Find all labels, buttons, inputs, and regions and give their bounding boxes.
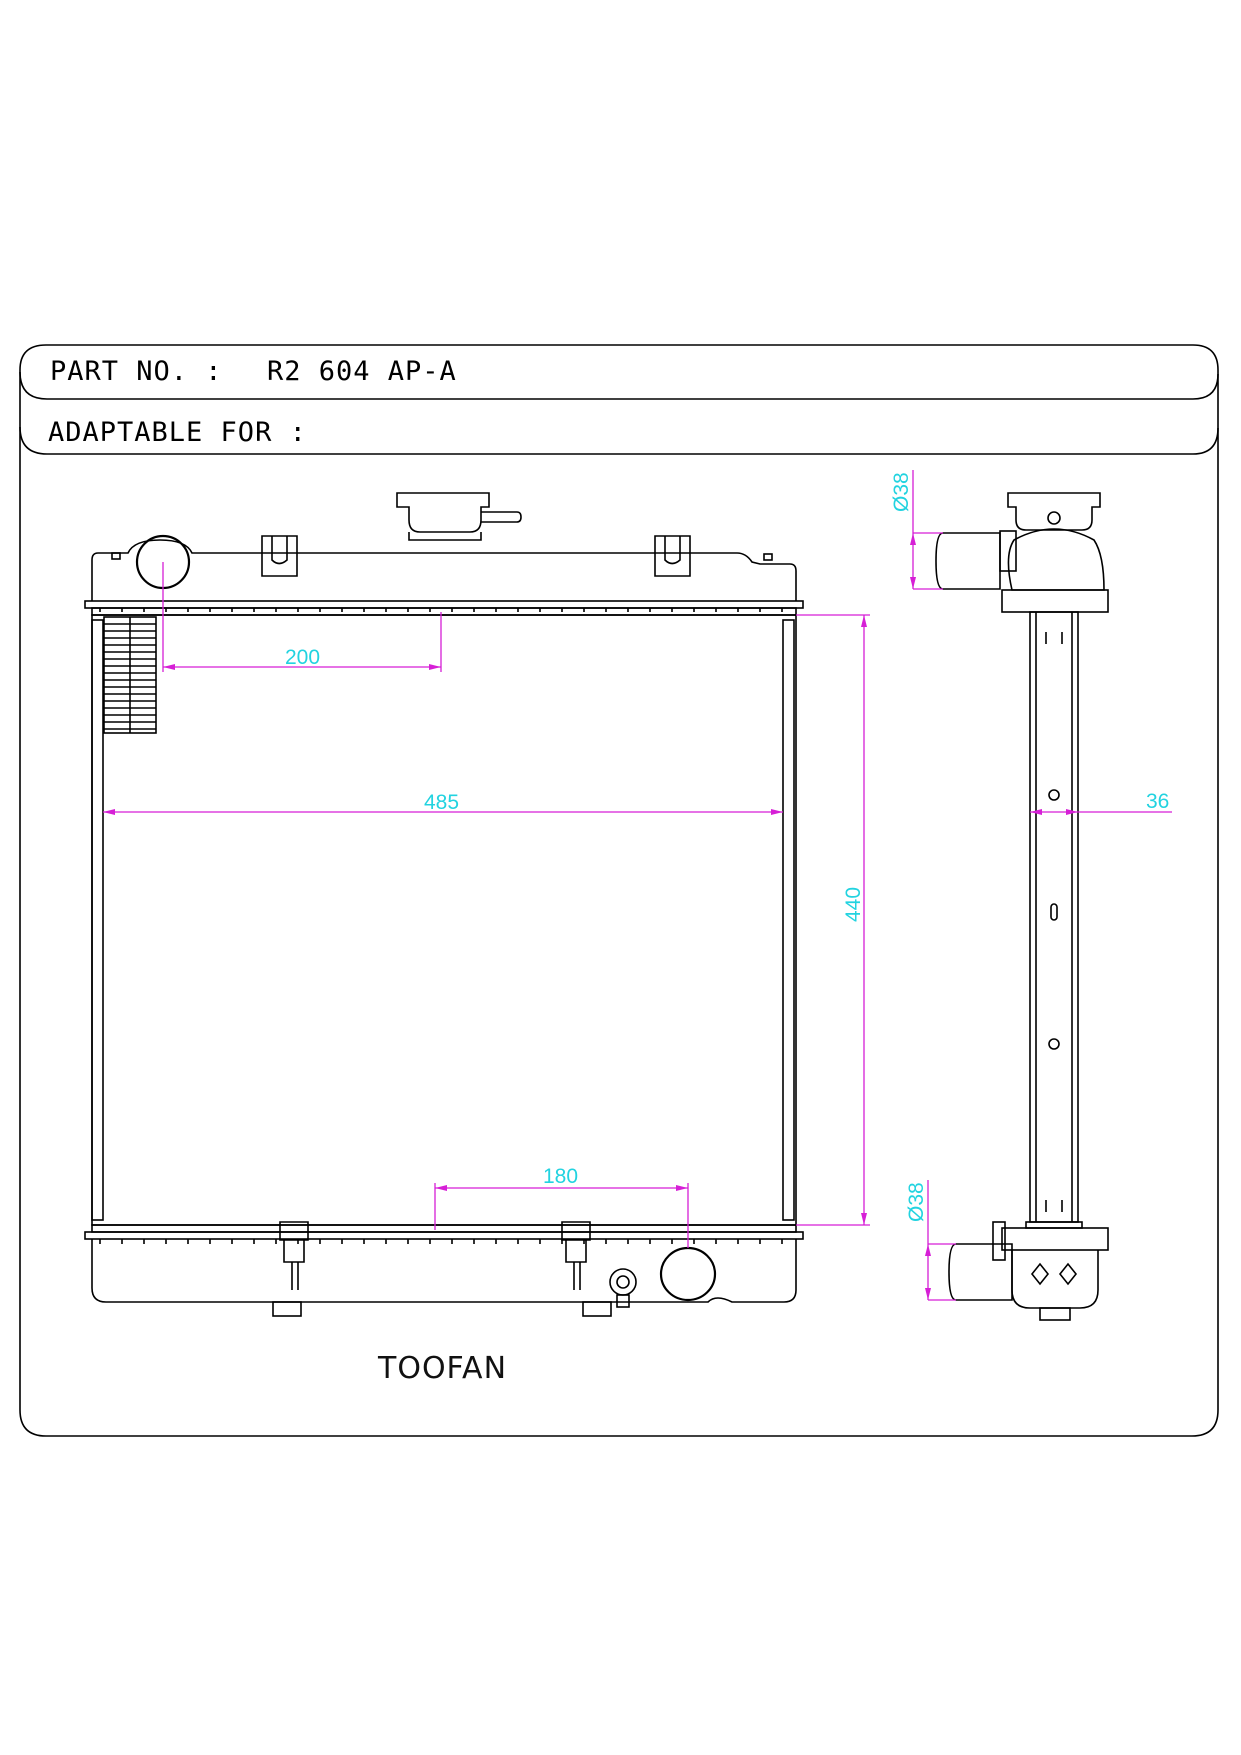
- part-number-label: PART NO. :: [50, 356, 223, 387]
- title-block: [19, 344, 1219, 1437]
- dimension-outlet-diameter: Ø38: [905, 1182, 928, 1222]
- adaptable-for-label: ADAPTABLE FOR :: [48, 417, 307, 448]
- dimension-core-height: 440: [842, 887, 865, 922]
- dimension-outlet-offset: 180: [543, 1165, 578, 1188]
- dimension-inlet-offset: 200: [285, 646, 320, 669]
- model-name: TOOFAN: [377, 1351, 507, 1386]
- dimension-core-thickness: 36: [1146, 790, 1169, 813]
- dimension-lines: [103, 470, 1172, 1301]
- dimension-inlet-diameter: Ø38: [890, 472, 913, 512]
- radiator-front-view: [84, 492, 804, 1317]
- dimension-core-width: 485: [424, 791, 459, 814]
- radiator-side-view: [935, 492, 1109, 1321]
- part-number-value: R2 604 AP-A: [267, 356, 457, 387]
